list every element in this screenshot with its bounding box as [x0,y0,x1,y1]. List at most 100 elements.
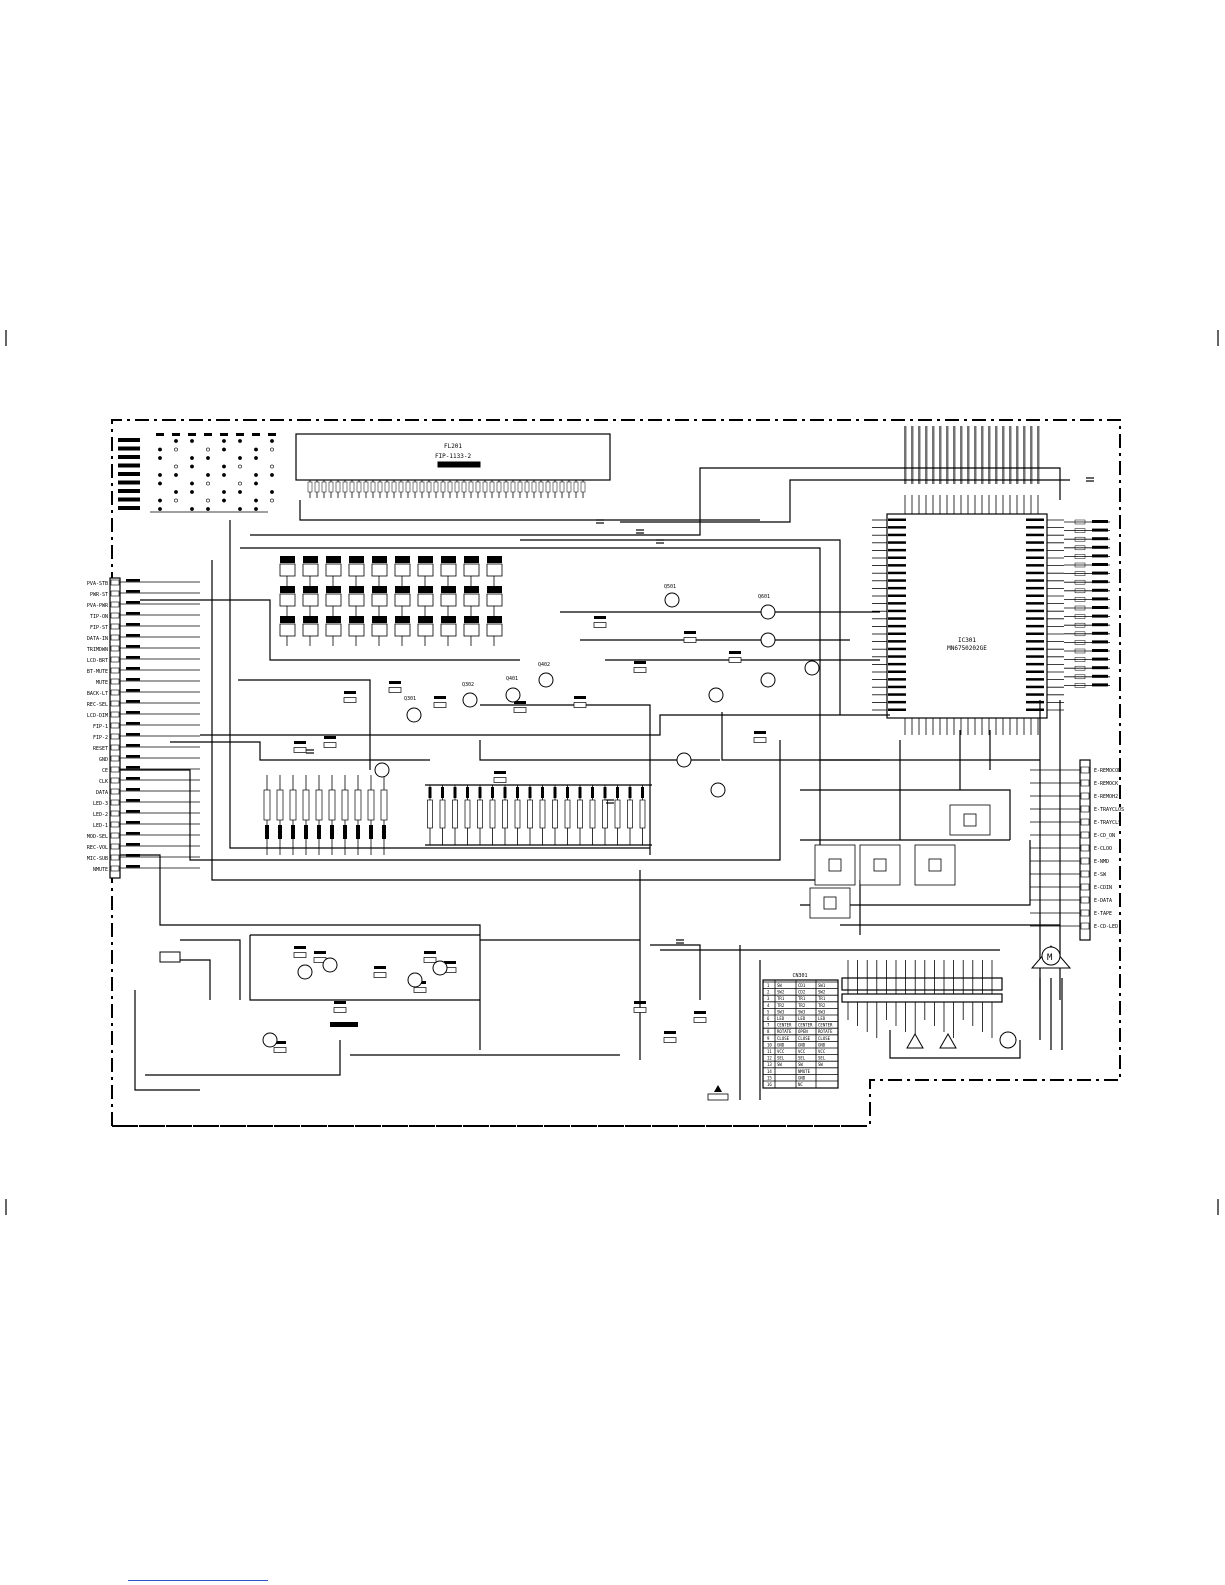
ic-top-label [1009,426,1012,484]
matrix-col-label [188,433,196,436]
cn-table-cell: VCC [777,1049,785,1054]
ic-top-label [1030,426,1033,484]
fip-pin [412,481,418,493]
resistor-label [434,696,446,699]
ic-pin-label [1026,678,1044,681]
vertical-resistor-label [578,787,582,798]
cn-table-cell: CLOSE [798,1036,811,1041]
ic-top-label [1037,426,1040,484]
array-resistor [302,623,319,637]
resistor-label [1092,657,1108,661]
resistor-label [1092,537,1108,541]
resistor-label [126,777,140,780]
ic-pin-label [1026,556,1044,559]
ic-top-label [932,426,935,484]
vertical-resistor [514,799,521,829]
fip-pin [405,481,411,493]
left-connector-pin [110,777,120,784]
transistor-q402: Q402 [538,662,554,688]
resistor-label [514,701,526,704]
right-connector-pin [1080,818,1090,826]
wire-path [800,840,1031,906]
svg-text:Q402: Q402 [538,662,550,668]
vertical-resistor [639,799,646,829]
array-resistor [463,593,480,607]
left-connector-label: TRIMDWN [87,647,108,653]
resistor-label [126,579,140,582]
cn-table-cell: 12 [767,1056,772,1061]
array-resistor [394,593,411,607]
matrix-dot [206,447,210,452]
matrix-dot [158,473,162,477]
resistor-label [1092,606,1108,609]
vertical-resistor-label [441,787,444,798]
left-connector-pin [110,601,120,608]
array-resistor [440,593,457,607]
transistor [297,964,313,980]
vertical-resistor-label [641,787,644,798]
wire-path [120,740,781,861]
ic-pin-label [888,678,906,681]
resistor-label [1092,666,1108,670]
left-connector-label: REC-VOL [87,845,108,851]
matrix-row-label [118,463,140,468]
vertical-resistor [489,799,496,829]
right-connector-pin [1080,909,1090,917]
array-label [395,586,410,593]
cn-table-cell: CENTER [818,1023,833,1028]
matrix-dot [222,473,226,477]
ic-pin-label [888,632,906,635]
ic-main-ref: IC301 [958,637,976,644]
left-connector-pin [110,854,120,861]
ic-pin-label [888,602,906,605]
cn-table-cell: OPEN [798,1029,808,1034]
ic-pin-label [888,548,906,552]
resistor [683,637,697,643]
left-connector-pin [110,634,120,641]
vertical-resistor-label [566,787,569,798]
vertical-resistor [539,799,546,829]
ic-pin-label [888,518,906,521]
array-label [418,616,433,623]
fip-pin [363,481,369,493]
left-connector-pin [110,656,120,663]
left-connector-label: BACK-LT [87,691,108,697]
right-connector-pin [1080,883,1090,891]
matrix-dot [222,447,226,452]
left-connector-label: NMUTE [93,867,108,873]
matrix-col-label [252,433,260,436]
left-connector-label: CE [102,768,108,774]
left-connector-pin [110,865,120,872]
wire-path [479,740,720,761]
cn-table-cell: CENTER [798,1023,813,1028]
vertical-resistor [276,789,284,821]
matrix-dot [270,464,274,469]
matrix-dot [270,498,274,503]
vertical-resistor [341,789,349,821]
resistor-label [126,678,140,681]
left-connector-label: DATA [96,790,108,796]
wire-path [180,939,241,1000]
cn-table-cell: 5 [767,1009,770,1014]
cn-table-cell: SW3 [798,1009,806,1014]
vertical-resistor-label [628,787,632,798]
resistor-label [126,843,140,846]
ic-pin-label [1026,518,1044,521]
array-resistor [463,623,480,637]
matrix-dot [206,507,210,511]
cn-table-cell: 9 [767,1036,770,1041]
left-connector-pin [110,788,120,795]
resistor-label [334,1001,346,1004]
right-connector-labels: E-REMOCONE-REMOCKE-REMOH2E-TRAYCLOSE-TRA… [1030,766,1124,930]
cn-table-cell: TR2 [777,1003,785,1008]
ic-pin-label [1026,624,1044,628]
array-label [326,616,341,623]
transistor [432,960,448,976]
cn-table-cell: 3 [767,996,770,1001]
fip-pin [545,481,551,493]
ic-pin-label [888,693,906,696]
ic-pin-label [1026,564,1044,567]
transistor [262,1032,278,1048]
